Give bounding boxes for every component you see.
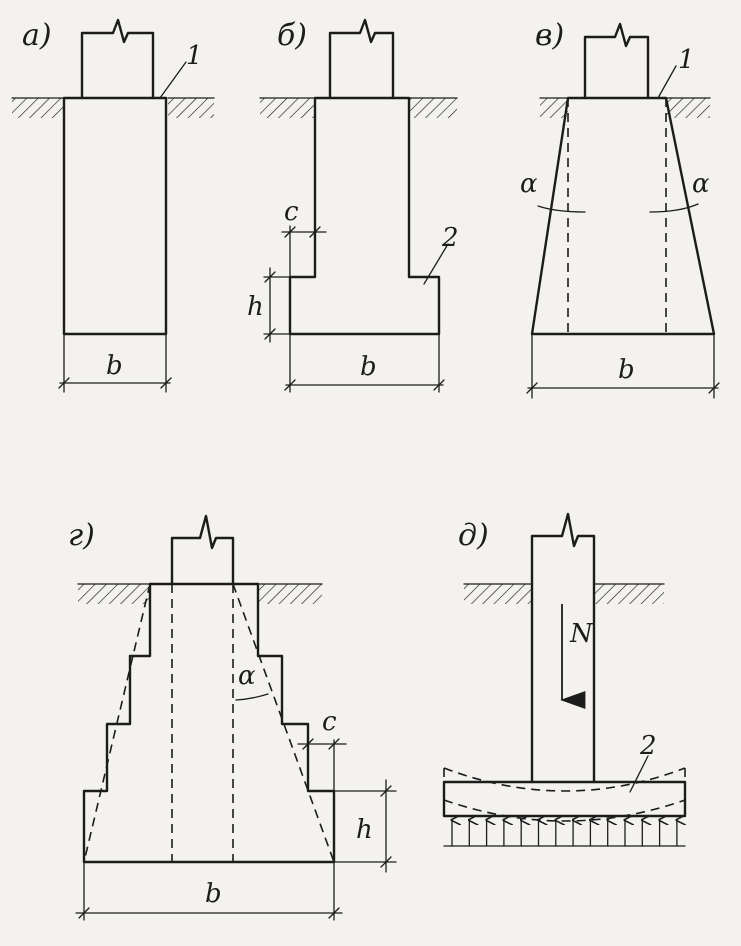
dim-h: h (247, 292, 264, 322)
ground-hatch-left (78, 584, 150, 604)
column (328, 18, 395, 100)
figure-d-label: д) (458, 518, 489, 553)
figure-v: в) α α 1 b (520, 18, 720, 399)
alpha-label: α (238, 661, 256, 691)
footing (530, 96, 716, 336)
ground-hatch-left (540, 98, 568, 118)
reaction-arrows (452, 820, 677, 847)
dim-b: b (360, 352, 377, 382)
column (530, 512, 596, 784)
footing (288, 96, 441, 336)
column (170, 514, 235, 586)
figure-b-label: б) (277, 18, 307, 53)
dim-c: c (322, 707, 337, 737)
dim-h: h (356, 815, 373, 845)
figure-v-label: в) (535, 18, 564, 53)
figure-a: а) 1 b (11, 18, 215, 393)
footing (62, 96, 168, 336)
ground-hatch-right (666, 98, 710, 118)
ground-hatch-left (260, 98, 315, 118)
deflection-line (443, 767, 686, 792)
dim-b: b (205, 879, 222, 909)
ground-hatch-right (258, 584, 322, 604)
ground-hatch-right (409, 98, 457, 118)
alpha-left: α (520, 169, 538, 199)
marker-2: 2 (639, 731, 657, 761)
figure-g: г) α c h b (68, 514, 397, 921)
figure-d: д) N 2 (442, 512, 687, 847)
ground-hatch-right (594, 584, 664, 604)
marker-1: 1 (186, 41, 203, 71)
alpha-right: α (692, 169, 710, 199)
figure-g-label: г) (68, 518, 95, 553)
ground-hatch-left (464, 584, 532, 604)
column (583, 22, 650, 100)
dim-c: c (284, 197, 299, 227)
dim-b: b (618, 355, 635, 385)
column (80, 18, 155, 100)
marker-2: 2 (441, 223, 459, 253)
ground-hatch-left (12, 98, 64, 118)
figure-a-label: а) (22, 18, 52, 53)
force-label: N (569, 619, 594, 649)
stepped-footing (82, 582, 336, 864)
dim-b: b (106, 351, 123, 381)
ground-hatch-right (168, 98, 214, 118)
marker-1: 1 (678, 45, 695, 75)
figure-b: б) 2 c h b (247, 18, 459, 393)
